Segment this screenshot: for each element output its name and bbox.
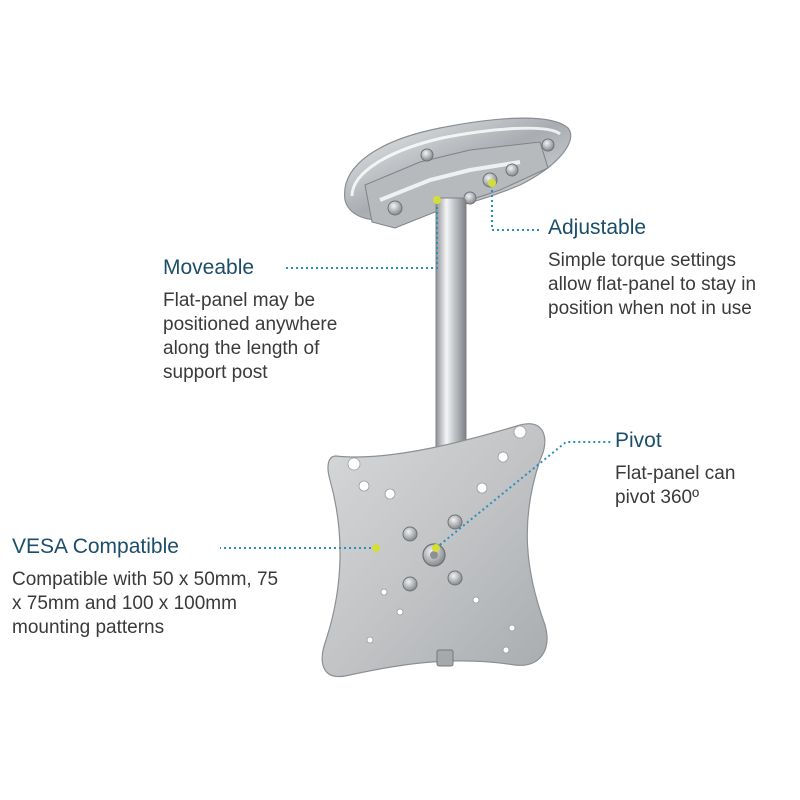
callout-adjustable: Adjustable Simple torque settings allow … xyxy=(548,215,798,321)
description-line: x 75mm and 100 x 100mm xyxy=(12,593,237,614)
marker-vesa xyxy=(372,544,380,552)
marker-moveable xyxy=(433,196,441,204)
callout-moveable: Moveable Flat-panel may be positioned an… xyxy=(163,255,393,385)
marker-dots xyxy=(372,179,496,552)
support-post xyxy=(435,197,467,461)
callout-description: Compatible with 50 x 50mm, 75 x 75mm and… xyxy=(12,568,332,640)
callout-description: Flat-panel may be positioned anywhere al… xyxy=(163,289,393,385)
callout-description: Flat-panel can pivot 360º xyxy=(615,462,795,510)
callout-title: VESA Compatible xyxy=(12,535,179,558)
callout-pivot: Pivot Flat-panel can pivot 360º xyxy=(615,428,795,510)
description-line: along the length of xyxy=(163,338,320,359)
ceiling-plate xyxy=(344,117,572,229)
callout-title: Adjustable xyxy=(548,216,647,239)
description-line: Compatible with 50 x 50mm, 75 xyxy=(12,569,279,590)
leader-lines xyxy=(220,185,612,549)
leader-moveable xyxy=(285,202,438,269)
description-line: mounting patterns xyxy=(12,617,165,638)
description-line: position when not in use xyxy=(548,298,752,319)
callout-title: Pivot xyxy=(615,429,662,452)
description-line: support post xyxy=(163,362,268,383)
description-line: Simple torque settings xyxy=(548,250,736,271)
callout-vesa: VESA Compatible Compatible with 50 x 50m… xyxy=(12,534,332,640)
leader-adjustable xyxy=(491,185,540,231)
description-line: allow flat-panel to stay in xyxy=(548,274,757,295)
leader-pivot xyxy=(435,441,612,549)
description-line: positioned anywhere xyxy=(163,314,338,335)
description-line: pivot 360º xyxy=(615,487,700,508)
callout-description: Simple torque settings allow flat-panel … xyxy=(548,249,798,321)
marker-adjustable xyxy=(488,179,496,187)
marker-pivot xyxy=(432,544,440,552)
description-line: Flat-panel can xyxy=(615,463,736,484)
callout-title: Moveable xyxy=(163,256,255,279)
description-line: Flat-panel may be xyxy=(163,290,316,311)
